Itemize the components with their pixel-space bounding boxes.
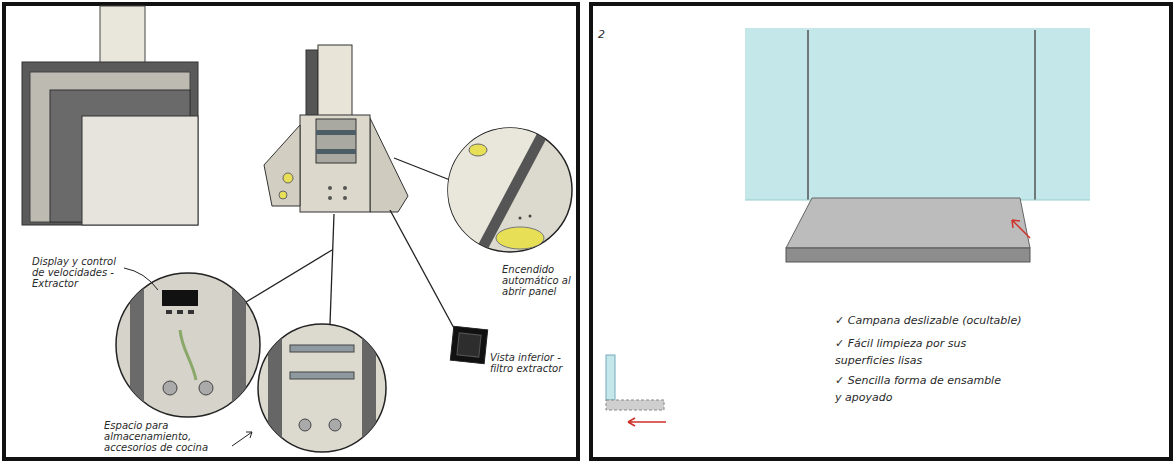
hood-body	[300, 115, 370, 212]
front-view-sketch	[22, 6, 198, 225]
red-arrow	[1012, 220, 1030, 238]
counter-front	[786, 248, 1030, 262]
hood-perspective	[264, 45, 408, 212]
annotation-label: ✓ Sencilla forma de ensamble y apoyado	[835, 372, 1010, 406]
dot	[343, 196, 347, 200]
leader-line	[390, 210, 455, 330]
dot	[343, 186, 347, 190]
chimney-side	[306, 50, 318, 118]
detail-circle	[116, 270, 260, 420]
detail-circle	[448, 128, 572, 260]
annotation-label: Espacio para almacenamiento, accesorios …	[104, 420, 222, 453]
wall	[745, 28, 1090, 200]
leader-arrow	[232, 432, 252, 446]
panel-frame	[4, 4, 578, 459]
light	[279, 191, 287, 199]
wall-sketch	[745, 28, 1090, 262]
leader-line	[330, 214, 334, 324]
counter-top	[786, 198, 1030, 248]
leader-line	[246, 250, 332, 302]
annotation-label: ✓ Fácil limpieza por sus superficies lis…	[835, 335, 975, 369]
side-door	[370, 118, 408, 212]
back-panel	[22, 62, 198, 225]
leader-line	[394, 158, 450, 180]
annotation-label: Encendido automático al abrir panel	[502, 264, 574, 297]
leader-lines	[246, 158, 455, 330]
shelf-niche	[316, 119, 356, 163]
chimney	[318, 45, 352, 118]
shelf	[316, 149, 356, 154]
panel-frame	[591, 4, 1171, 459]
detail-circle	[258, 320, 386, 460]
dot	[328, 186, 332, 190]
annotation-label: ✓ Campana deslizable (ocultable)	[835, 312, 1055, 329]
filter-view	[450, 326, 487, 363]
open-door	[264, 125, 300, 206]
section-icon	[606, 355, 666, 426]
front-panel	[82, 116, 198, 225]
shelf	[316, 130, 356, 135]
annotation-label: Vista inferior -filtro extractor	[490, 352, 574, 374]
annotation-label: Display y control de velocidades -Extrac…	[32, 256, 120, 289]
annotation-label: 2	[598, 26, 618, 43]
light	[283, 173, 293, 183]
dot	[328, 196, 332, 200]
leader-line	[124, 268, 158, 290]
